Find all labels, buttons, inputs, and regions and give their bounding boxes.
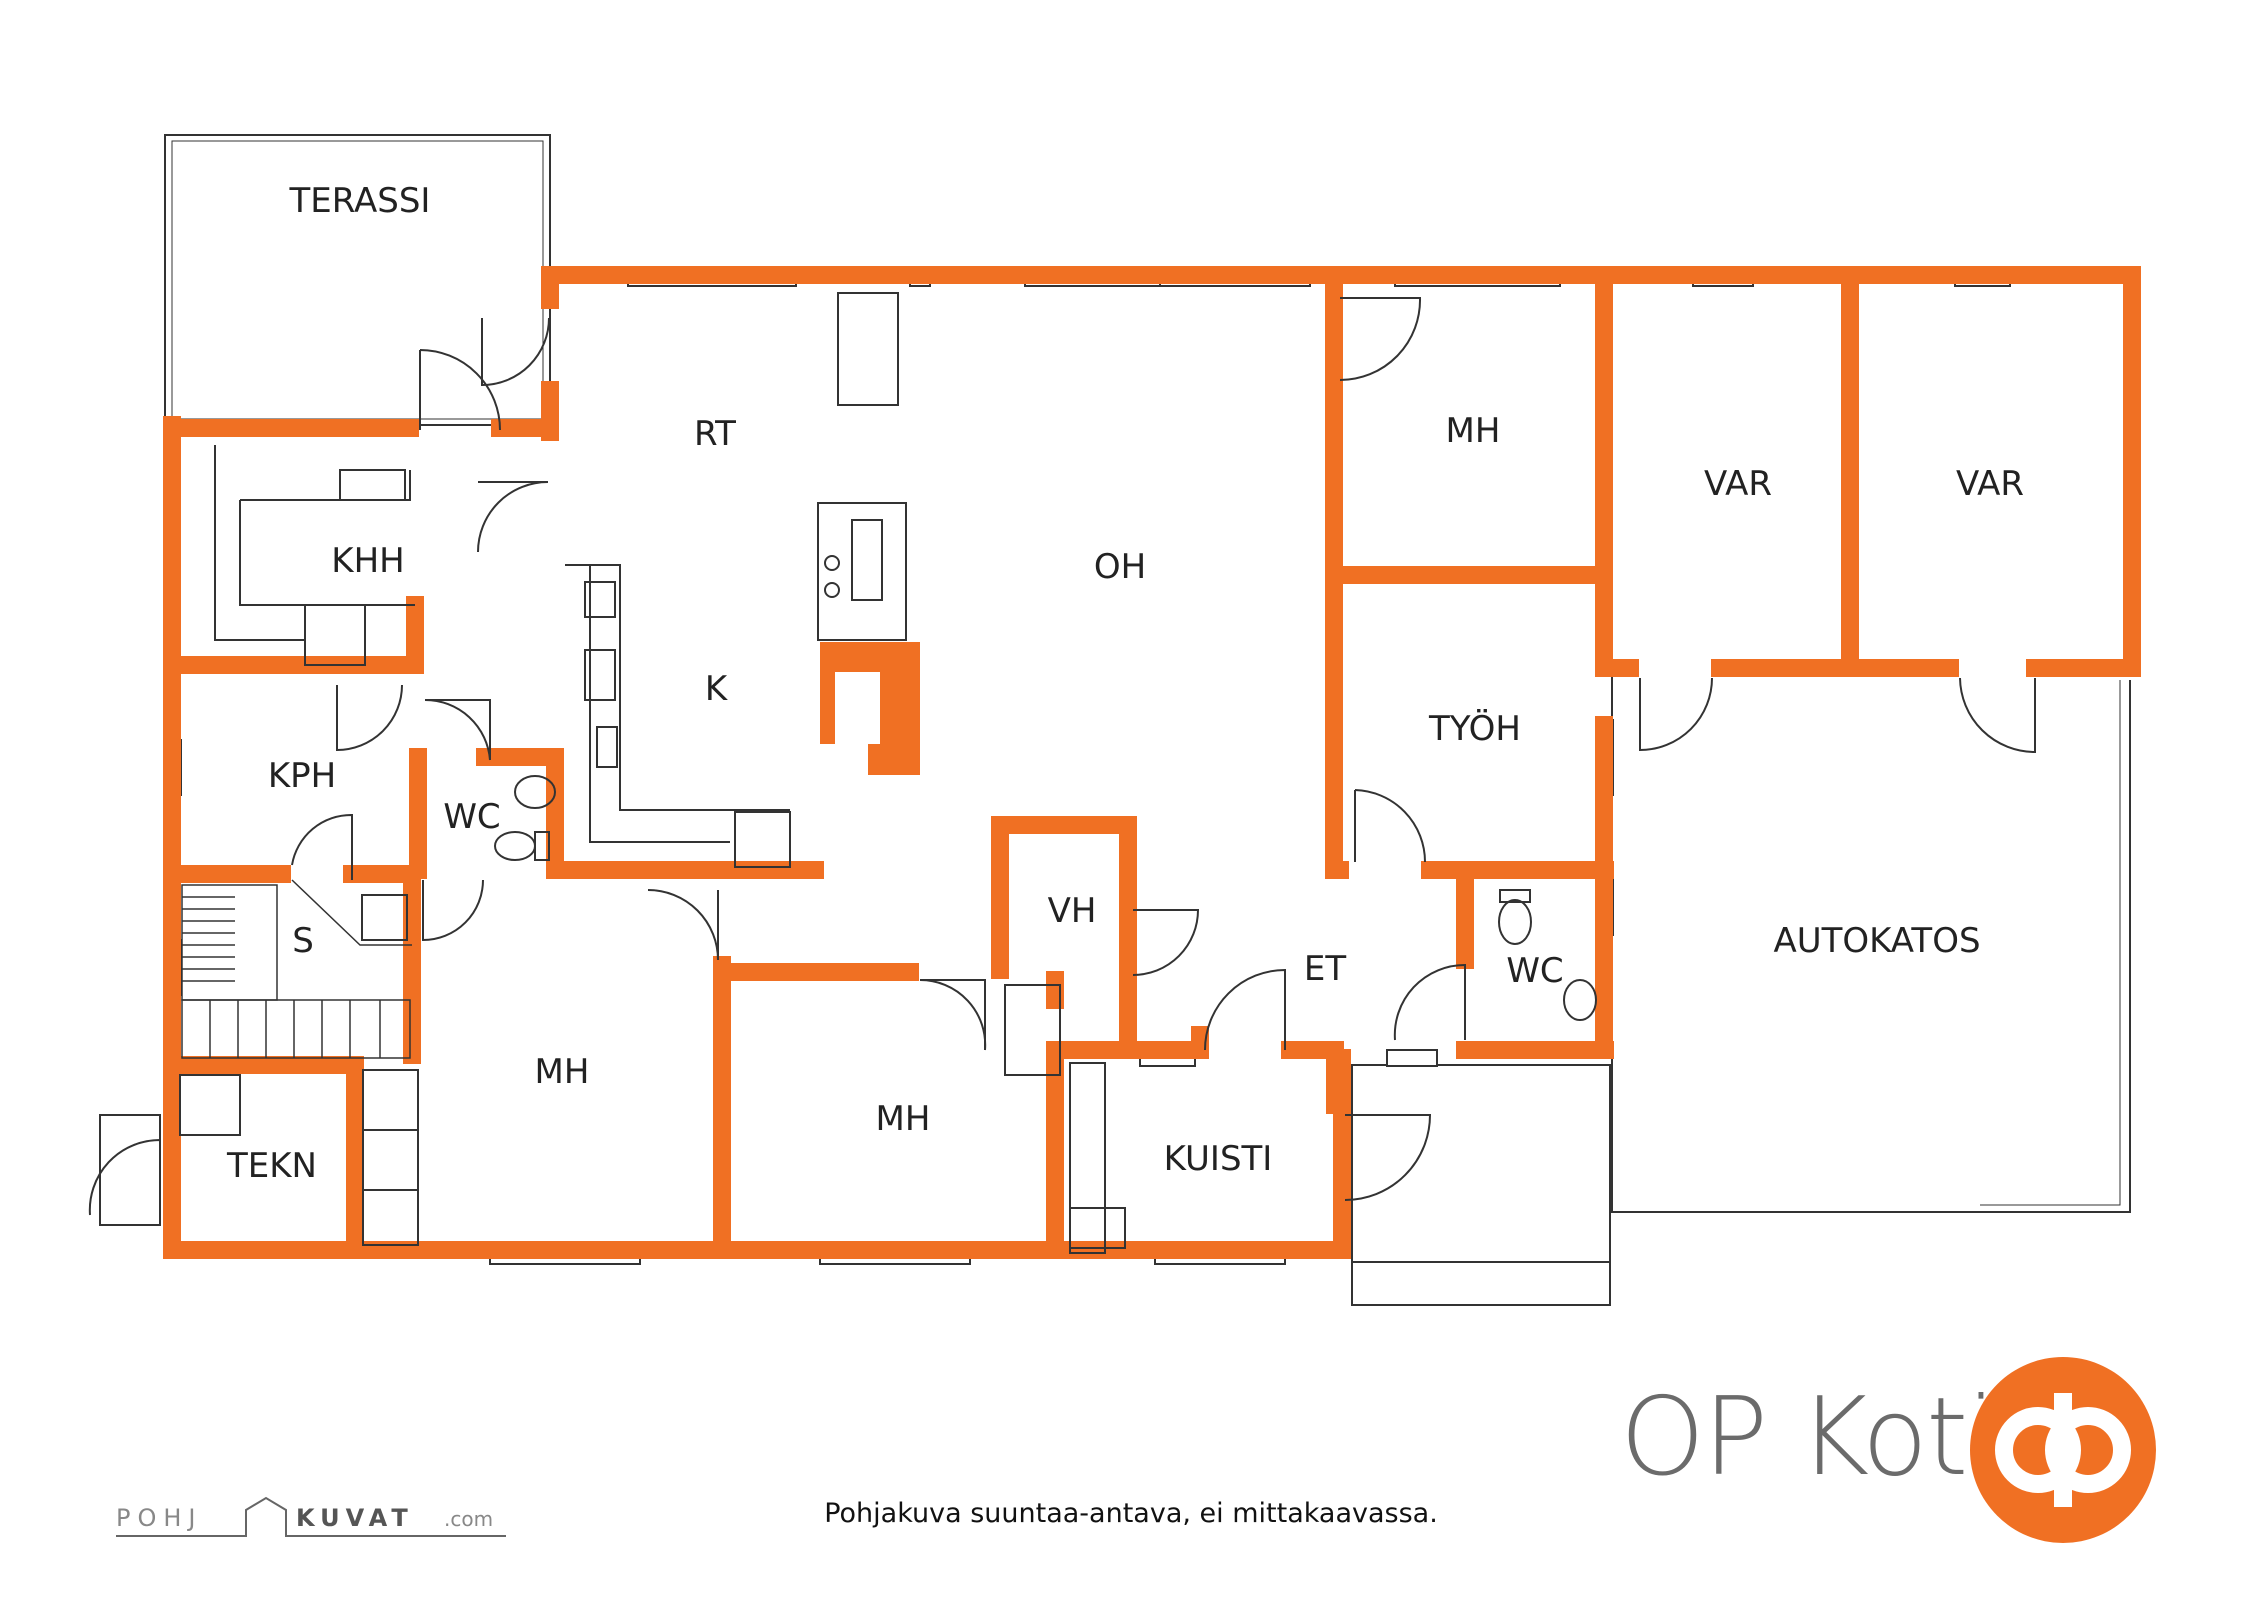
door[interactable] bbox=[919, 978, 987, 1051]
room-label-khh: KHH bbox=[331, 541, 404, 581]
room-label-oh: OH bbox=[1094, 547, 1146, 587]
room-label-mh-lower-left: MH bbox=[535, 1052, 590, 1092]
pohjakuvat-logo: POHJ KUVAT .com bbox=[116, 1496, 506, 1537]
room-label-var-2: VAR bbox=[1956, 464, 2024, 504]
room-label-tekn: TEKN bbox=[226, 1146, 317, 1186]
fixtures bbox=[179, 292, 1597, 1254]
door[interactable] bbox=[1639, 677, 1713, 752]
room-label-autokatos: AUTOKATOS bbox=[1773, 921, 1980, 961]
door[interactable] bbox=[336, 684, 403, 752]
wardrobe bbox=[362, 1069, 419, 1246]
doors bbox=[88, 297, 2036, 1216]
door[interactable] bbox=[291, 813, 353, 880]
door[interactable] bbox=[1959, 677, 2036, 754]
fireplace bbox=[820, 642, 920, 775]
kitchen-island bbox=[817, 502, 907, 641]
door[interactable] bbox=[647, 889, 719, 961]
porch-step-outline bbox=[1351, 1064, 1611, 1306]
room-label-mh-top: MH bbox=[1446, 411, 1501, 451]
door[interactable] bbox=[424, 698, 491, 761]
door[interactable] bbox=[1393, 963, 1466, 1041]
door[interactable] bbox=[419, 349, 501, 431]
room-labels: TERASSI KHH KPH S TEKN WC RT K OH MH TYÖ… bbox=[226, 181, 2024, 1186]
door[interactable] bbox=[1344, 1114, 1432, 1201]
stairs bbox=[181, 879, 412, 1059]
room-label-et: ET bbox=[1304, 949, 1346, 989]
door[interactable] bbox=[422, 879, 484, 942]
room-label-wc-left: WC bbox=[443, 797, 500, 837]
door[interactable] bbox=[477, 481, 549, 553]
credit-left: POHJ bbox=[116, 1504, 203, 1532]
door[interactable] bbox=[1132, 909, 1200, 976]
exterior-wall bbox=[163, 416, 1351, 1259]
credit-right: KUVAT bbox=[296, 1504, 414, 1532]
brand-name: OP Koti bbox=[1620, 1375, 1996, 1500]
room-label-kph: KPH bbox=[268, 756, 336, 796]
disclaimer-caption: Pohjakuva suuntaa-antava, ei mittakaavas… bbox=[824, 1498, 1438, 1529]
room-label-kuisti: KUISTI bbox=[1164, 1139, 1273, 1179]
window bbox=[1386, 1049, 1438, 1067]
door[interactable] bbox=[1339, 297, 1422, 381]
room-label-var-1: VAR bbox=[1704, 464, 1772, 504]
door[interactable] bbox=[1204, 968, 1286, 1051]
room-label-wc-right: WC bbox=[1506, 951, 1563, 991]
entry-step-outline bbox=[99, 1114, 161, 1226]
wardrobe bbox=[1069, 1062, 1106, 1254]
credit-suffix: .com bbox=[444, 1507, 493, 1531]
cabinet bbox=[837, 292, 899, 406]
wardrobe bbox=[1004, 984, 1061, 1076]
room-label-vh: VH bbox=[1048, 891, 1097, 931]
door[interactable] bbox=[1354, 789, 1426, 863]
toilet bbox=[1498, 899, 1532, 945]
room-label-k: K bbox=[705, 669, 729, 709]
room-label-rt: RT bbox=[694, 414, 736, 454]
terrace-outline bbox=[164, 134, 551, 426]
door[interactable] bbox=[481, 317, 550, 387]
sink bbox=[514, 775, 556, 809]
exterior-wall bbox=[541, 266, 2141, 677]
room-label-terassi: TERASSI bbox=[289, 181, 431, 221]
room-label-s: S bbox=[292, 921, 314, 961]
walls bbox=[163, 266, 2141, 1259]
toilet bbox=[494, 831, 536, 861]
room-label-mh-lower-mid: MH bbox=[876, 1099, 931, 1139]
kitchen-counter bbox=[565, 564, 790, 811]
door[interactable] bbox=[88, 1138, 161, 1216]
room-label-tyoh: TYÖH bbox=[1428, 708, 1521, 749]
op-logo-icon bbox=[1970, 1357, 2156, 1543]
sink bbox=[1563, 979, 1597, 1021]
